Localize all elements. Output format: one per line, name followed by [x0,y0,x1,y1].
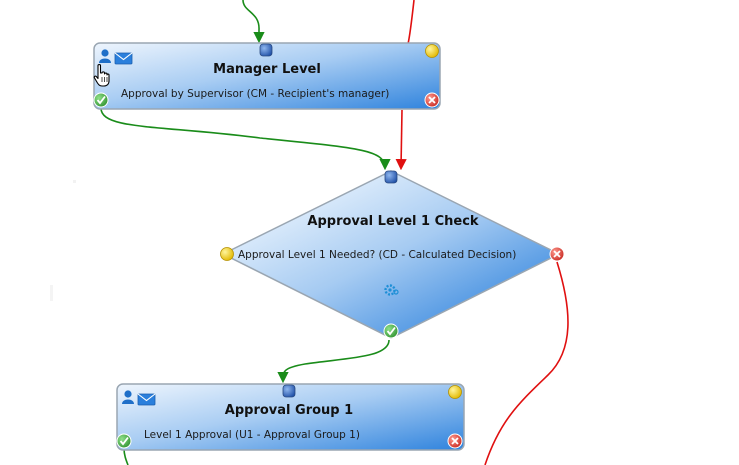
canvas-artifact [50,285,53,301]
node-subtitle: Level 1 Approval (U1 - Approval Group 1) [144,429,360,441]
reject-connector-check-down[interactable] [484,261,569,465]
node-manager-level[interactable]: Manager Level Approval by Supervisor (CM… [93,42,441,110]
node-approval-level-1-check[interactable]: Approval Level 1 Check Approval Level 1 … [220,170,565,339]
reject-connector-top[interactable] [407,0,415,46]
mail-icon [137,393,156,406]
node-approval-group-1[interactable]: Approval Group 1 Level 1 Approval (U1 - … [116,383,465,451]
node-title: Manager Level [213,62,321,77]
approve-port-icon[interactable] [383,323,399,339]
user-icon [122,390,134,404]
input-port-icon[interactable] [384,170,398,184]
input-port-icon[interactable] [259,43,273,57]
reject-connector-to-check[interactable] [395,109,407,171]
node-box[interactable] [116,383,465,451]
pending-port-icon[interactable] [425,44,439,58]
reject-port-icon[interactable] [447,433,463,449]
reject-port-icon[interactable] [424,92,440,108]
approve-connector-incoming[interactable] [242,0,265,44]
hand-pointer-icon [93,64,110,87]
gear-icon [384,284,399,296]
canvas-artifact [73,180,76,183]
pending-port-icon[interactable] [220,247,234,261]
input-port-icon[interactable] [282,384,296,398]
reject-port-icon[interactable] [549,246,565,262]
user-icon [99,49,111,63]
node-subtitle: Approval Level 1 Needed? (CD - Calculate… [238,249,516,261]
approve-port-icon[interactable] [116,433,132,449]
mail-icon [114,52,133,65]
node-title: Approval Group 1 [225,403,353,418]
approve-connector-manager-to-check[interactable] [100,107,391,171]
node-subtitle: Approval by Supervisor (CM - Recipient's… [121,88,389,100]
node-box[interactable] [93,42,441,110]
node-title: Approval Level 1 Check [307,214,479,229]
pending-port-icon[interactable] [448,385,462,399]
approve-connector-check-to-group1[interactable] [277,339,390,384]
approve-port-icon[interactable] [93,92,109,108]
